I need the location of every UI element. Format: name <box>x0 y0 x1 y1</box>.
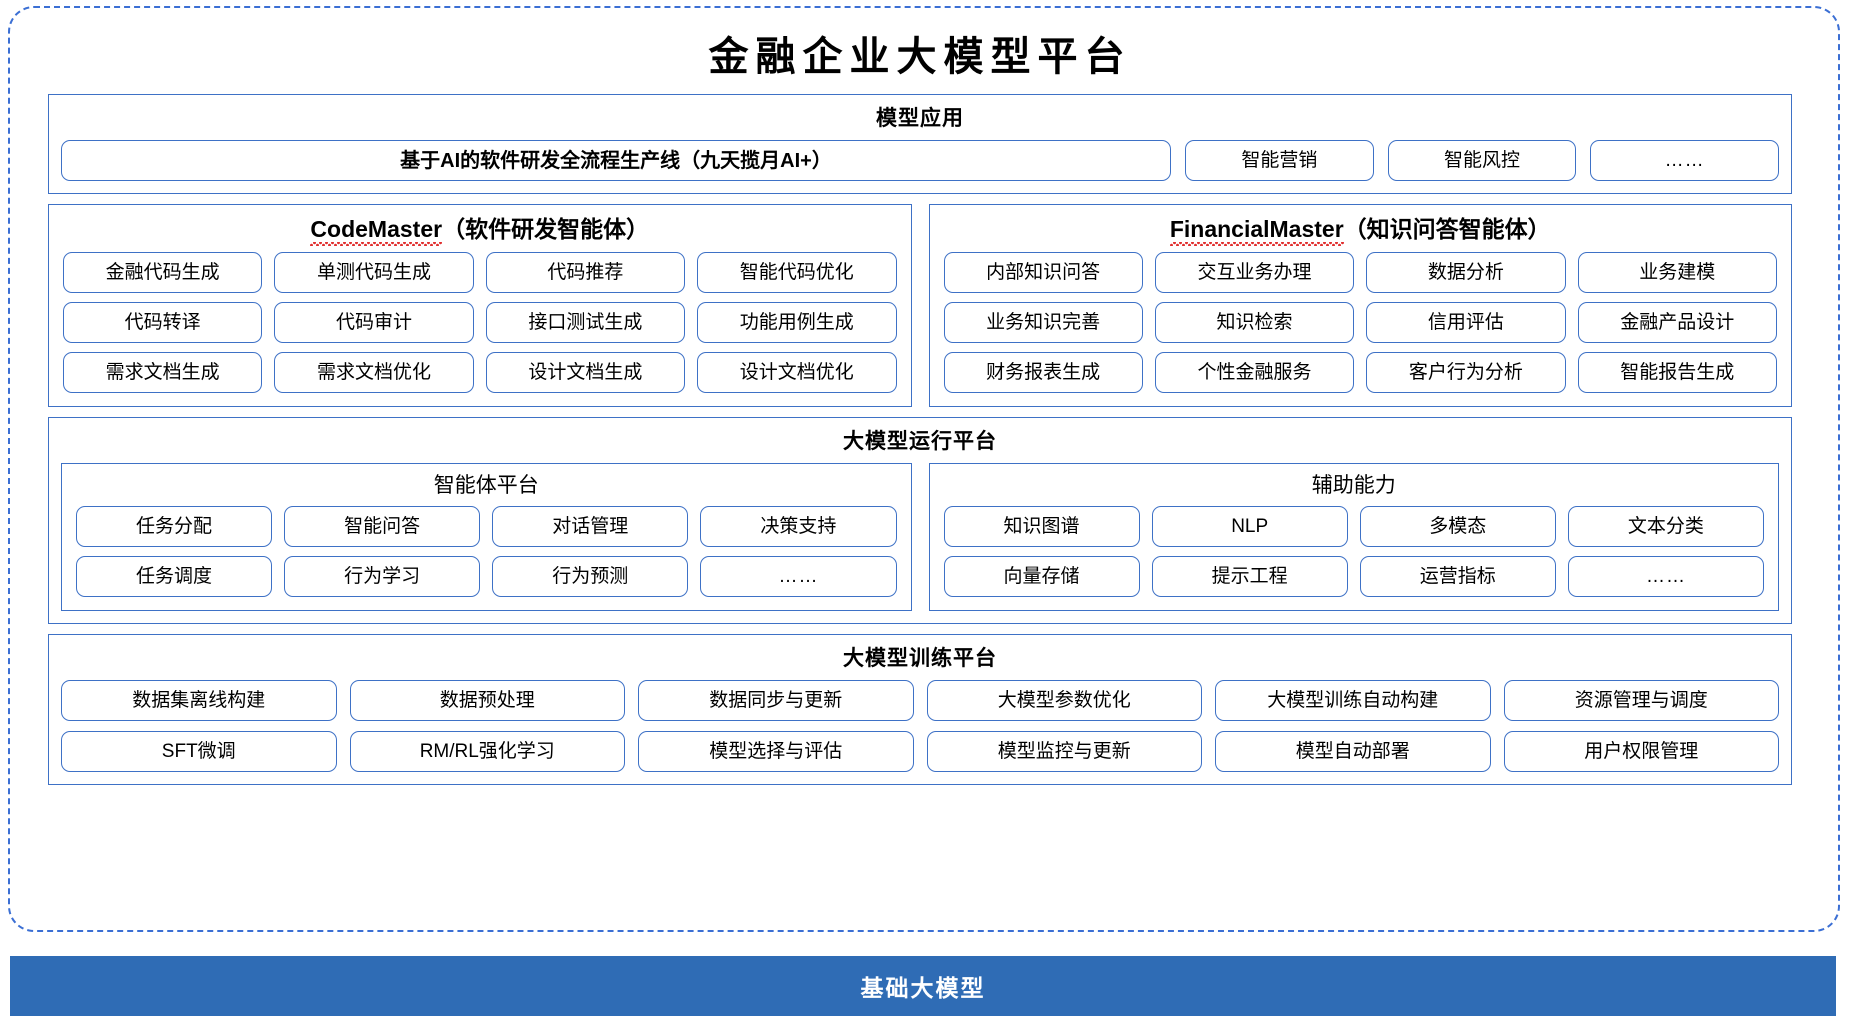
training-card[interactable]: 模型选择与评估 <box>638 731 914 773</box>
training-card[interactable]: SFT微调 <box>61 731 337 773</box>
capability-card[interactable]: 代码转译 <box>63 301 263 343</box>
runtime-card[interactable]: 对话管理 <box>492 506 689 548</box>
capability-card[interactable]: 单测代码生成 <box>274 251 474 293</box>
runtime-card[interactable]: 多模态 <box>1359 506 1556 548</box>
section-title-model-application: 模型应用 <box>876 107 964 130</box>
agent-title-financialmaster: FinancialMaster（知识问答智能体） <box>944 213 1778 252</box>
subpanel-title-agent-platform: 智能体平台 <box>433 473 539 497</box>
training-card[interactable]: 用户权限管理 <box>1503 731 1779 773</box>
capability-card[interactable]: 金融代码生成 <box>63 251 263 293</box>
capability-card[interactable]: 代码推荐 <box>485 251 686 293</box>
training-card[interactable]: 大模型训练自动构建 <box>1215 680 1491 722</box>
capability-card[interactable]: 个性金融服务 <box>1154 351 1355 393</box>
capability-card[interactable]: 业务建模 <box>1577 251 1777 293</box>
capability-card[interactable]: 接口测试生成 <box>485 301 686 343</box>
app-pipeline-card[interactable]: 基于AI的软件研发全流程生产线（九天揽月AI+） <box>61 140 1171 182</box>
runtime-card[interactable]: 运营指标 <box>1359 556 1556 598</box>
app-card-more[interactable]: …… <box>1590 140 1780 182</box>
section-model-application: 模型应用 基于AI的软件研发全流程生产线（九天揽月AI+） 智能营销 智能风控 … <box>48 94 1792 195</box>
agent-panel-codemaster: CodeMaster（软件研发智能体） 金融代码生成 单测代码生成 代码推荐 智… <box>48 204 912 407</box>
capability-card[interactable]: 信用评估 <box>1366 301 1566 343</box>
runtime-card[interactable]: 任务调度 <box>76 556 273 598</box>
runtime-card[interactable]: 行为预测 <box>492 556 689 598</box>
runtime-card-more[interactable]: …… <box>700 556 897 598</box>
training-card[interactable]: 大模型参数优化 <box>926 680 1202 722</box>
agent-name-latin-financialmaster: FinancialMaster <box>1169 216 1344 246</box>
capability-card[interactable]: 客户行为分析 <box>1366 351 1566 393</box>
runtime-card-more[interactable]: …… <box>1567 556 1764 598</box>
capability-card[interactable]: 需求文档优化 <box>274 351 474 393</box>
capability-card[interactable]: 代码审计 <box>274 301 474 343</box>
capability-card[interactable]: 需求文档生成 <box>63 351 263 393</box>
runtime-subpanels: 智能体平台 任务分配 智能问答 对话管理 决策支持 任务调度 行为学习 行为预测… <box>61 462 1779 612</box>
training-card[interactable]: 资源管理与调度 <box>1503 680 1779 722</box>
agent-title-codemaster: CodeMaster（软件研发智能体） <box>63 213 897 252</box>
agent-capability-grid-financialmaster: 内部知识问答 交互业务办理 数据分析 业务建模 业务知识完善 知识检索 信用评估… <box>943 251 1777 393</box>
platform-content: 金融企业大模型平台 模型应用 基于AI的软件研发全流程生产线（九天揽月AI+） … <box>48 26 1792 908</box>
section-training-platform: 大模型训练平台 数据集离线构建 数据预处理 数据同步与更新 大模型参数优化 大模… <box>48 634 1792 786</box>
base-model-band: 基础大模型 <box>10 956 1836 1016</box>
runtime-card[interactable]: NLP <box>1151 506 1348 548</box>
runtime-card[interactable]: 文本分类 <box>1567 506 1764 548</box>
training-card[interactable]: 数据预处理 <box>349 680 625 722</box>
capability-card[interactable]: 知识检索 <box>1154 301 1355 343</box>
capability-card[interactable]: 业务知识完善 <box>943 301 1143 343</box>
app-card-marketing[interactable]: 智能营销 <box>1185 140 1374 182</box>
agent-name-cn-codemaster: （软件研发智能体） <box>442 216 650 243</box>
training-card[interactable]: 模型自动部署 <box>1215 731 1491 773</box>
training-card[interactable]: 数据集离线构建 <box>61 680 337 722</box>
auxiliary-capability-grid: 知识图谱 NLP 多模态 文本分类 向量存储 提示工程 运营指标 …… <box>943 506 1764 598</box>
subpanel-title-auxiliary-capability: 辅助能力 <box>1311 473 1396 497</box>
section-runtime-platform: 大模型运行平台 智能体平台 任务分配 智能问答 对话管理 决策支持 任务调度 行… <box>48 416 1792 625</box>
runtime-card[interactable]: 行为学习 <box>284 556 481 598</box>
runtime-card[interactable]: 知识图谱 <box>943 506 1140 548</box>
agent-name-cn-financialmaster: （知识问答智能体） <box>1343 216 1551 243</box>
runtime-card[interactable]: 提示工程 <box>1151 556 1348 598</box>
app-card-risk-control[interactable]: 智能风控 <box>1387 140 1577 182</box>
runtime-card[interactable]: 决策支持 <box>700 506 897 548</box>
page-title: 金融企业大模型平台 <box>708 34 1132 79</box>
runtime-card[interactable]: 智能问答 <box>284 506 481 548</box>
section-title-runtime-platform: 大模型运行平台 <box>843 429 997 453</box>
agent-capability-grid-codemaster: 金融代码生成 单测代码生成 代码推荐 智能代码优化 代码转译 代码审计 接口测试… <box>63 251 897 393</box>
subpanel-auxiliary-capability: 辅助能力 知识图谱 NLP 多模态 文本分类 向量存储 提示工程 运营指标 …… <box>928 462 1779 612</box>
capability-card[interactable]: 智能代码优化 <box>697 251 897 293</box>
capability-card[interactable]: 财务报表生成 <box>943 351 1143 393</box>
training-card[interactable]: RM/RL强化学习 <box>349 731 625 773</box>
base-model-label: 基础大模型 <box>860 975 986 1001</box>
agent-platform-grid: 任务分配 智能问答 对话管理 决策支持 任务调度 行为学习 行为预测 …… <box>76 506 897 598</box>
section-title-training-platform: 大模型训练平台 <box>843 647 997 671</box>
capability-card[interactable]: 数据分析 <box>1366 251 1566 293</box>
agent-name-latin-codemaster: CodeMaster <box>310 216 443 246</box>
agents-row: CodeMaster（软件研发智能体） 金融代码生成 单测代码生成 代码推荐 智… <box>48 204 1792 407</box>
capability-card[interactable]: 设计文档生成 <box>485 351 686 393</box>
training-card[interactable]: 模型监控与更新 <box>926 731 1202 773</box>
training-platform-grid: 数据集离线构建 数据预处理 数据同步与更新 大模型参数优化 大模型训练自动构建 … <box>61 680 1779 773</box>
capability-card[interactable]: 金融产品设计 <box>1577 301 1777 343</box>
capability-card[interactable]: 交互业务办理 <box>1154 251 1355 293</box>
runtime-card[interactable]: 任务分配 <box>76 506 273 548</box>
training-card[interactable]: 数据同步与更新 <box>638 680 914 722</box>
agent-panel-financialmaster: FinancialMaster（知识问答智能体） 内部知识问答 交互业务办理 数… <box>928 204 1792 407</box>
model-application-items: 基于AI的软件研发全流程生产线（九天揽月AI+） 智能营销 智能风控 …… <box>61 140 1780 182</box>
runtime-card[interactable]: 向量存储 <box>943 556 1140 598</box>
capability-card[interactable]: 设计文档优化 <box>697 351 897 393</box>
capability-card[interactable]: 智能报告生成 <box>1577 351 1777 393</box>
capability-card[interactable]: 功能用例生成 <box>697 301 897 343</box>
subpanel-agent-platform: 智能体平台 任务分配 智能问答 对话管理 决策支持 任务调度 行为学习 行为预测… <box>61 462 912 612</box>
capability-card[interactable]: 内部知识问答 <box>943 251 1143 293</box>
